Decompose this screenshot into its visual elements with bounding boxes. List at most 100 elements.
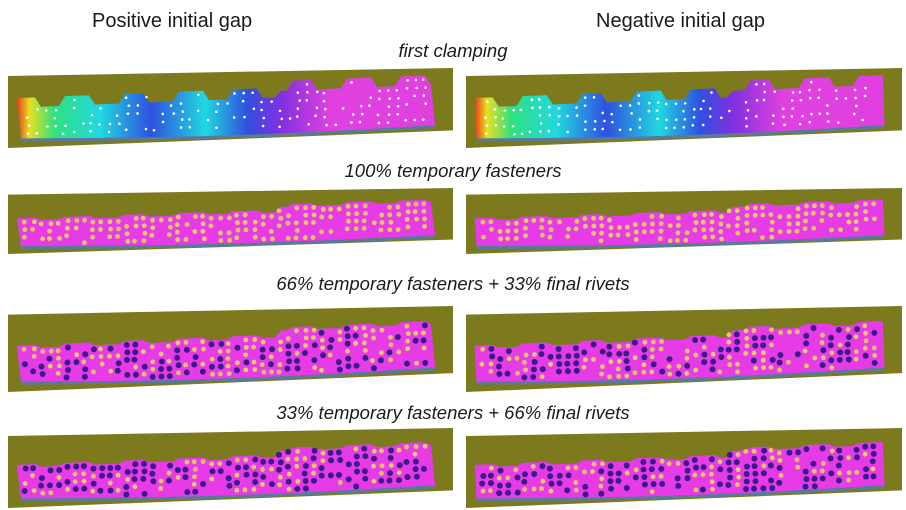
temporary-fastener [210,371,215,377]
temporary-fastener [608,359,614,365]
temporary-fastener [412,209,418,215]
temporary-fastener [209,461,215,467]
temporary-fastener [285,336,291,342]
final-rivet [624,365,631,372]
final-rivet [538,343,545,350]
node-dot [368,104,371,108]
final-rivet [64,478,71,485]
temporary-fastener [726,354,732,360]
temporary-fastener [320,345,325,351]
temporary-fastener [480,346,486,352]
temporary-fastener [768,364,774,370]
temporary-fastener [505,236,510,241]
temporary-fastener [353,218,359,224]
final-rivet [853,326,860,333]
temporary-fastener [30,226,35,232]
temporary-fastener [804,363,809,369]
final-rivet [863,473,870,480]
temporary-fastener [710,234,716,240]
final-rivet [22,465,29,472]
temporary-fastener [846,219,852,225]
node-dot [783,123,786,127]
temporary-fastener [405,331,411,337]
node-dot [305,98,309,102]
final-rivet [141,490,148,497]
temporary-fastener [227,215,232,221]
temporary-fastener [362,348,368,353]
temporary-fastener [388,342,394,348]
final-rivet [844,349,851,356]
node-dot [710,91,713,94]
panel-first-clamping-positive [8,68,453,148]
temporary-fastener [235,227,241,233]
temporary-fastener [38,221,44,227]
temporary-fastener [513,228,519,234]
final-rivet [582,483,589,490]
final-rivet [233,479,240,486]
temporary-fastener [361,325,367,331]
final-rivet [564,360,571,367]
temporary-fastener [591,231,596,236]
temporary-fastener [217,371,223,377]
node-dot [484,116,487,119]
temporary-fastener [760,205,765,210]
temporary-fastener [158,351,164,357]
final-rivet [141,468,148,475]
temporary-fastener [735,482,740,488]
temporary-fastener [547,234,553,240]
temporary-fastener [819,203,825,208]
temporary-fastener [700,472,706,478]
temporary-fastener [278,215,284,221]
temporary-fastener [523,225,528,231]
temporary-fastener [47,236,52,242]
temporary-fastener [539,225,544,231]
node-dot [44,109,48,112]
strip-surface [474,199,885,247]
temporary-fastener [167,217,173,223]
node-dot [278,125,281,129]
node-dot [395,88,399,92]
final-rivet [386,477,393,484]
temporary-fastener [293,220,299,226]
temporary-fastener [548,488,554,494]
temporary-fastener [845,327,851,332]
final-rivet [107,487,114,494]
final-rivet [293,357,300,364]
final-rivet [683,460,690,467]
temporary-fastener [107,353,112,359]
temporary-fastener [872,353,878,358]
final-rivet [744,463,751,470]
node-dot [664,126,668,130]
temporary-fastener [361,218,367,224]
temporary-fastener [251,487,257,492]
temporary-fastener [657,236,663,242]
temporary-fastener [870,466,876,472]
node-dot [197,93,200,97]
temporary-fastener [649,346,655,352]
temporary-fastener [243,352,248,358]
temporary-fastener [803,211,809,216]
temporary-fastener [617,225,622,230]
final-rivet [252,471,259,478]
final-rivet [649,458,656,465]
node-dot [145,95,148,99]
temporary-fastener [388,219,394,225]
final-rivet [106,472,113,479]
final-rivet [606,351,613,358]
temporary-fastener [795,464,801,470]
temporary-fastener [547,219,553,225]
temporary-fastener [701,227,707,233]
final-rivet [149,373,156,380]
temporary-fastener [362,203,368,209]
temporary-fastener [303,335,309,341]
final-rivet [158,373,165,380]
temporary-fastener [115,487,121,493]
final-rivet [276,466,283,473]
temporary-fastener [191,481,197,487]
temporary-fastener [829,350,835,356]
temporary-fastener [396,447,402,453]
node-dot [115,114,119,117]
final-rivet [260,458,267,465]
strip-contour [16,75,436,139]
node-dot [387,113,391,116]
